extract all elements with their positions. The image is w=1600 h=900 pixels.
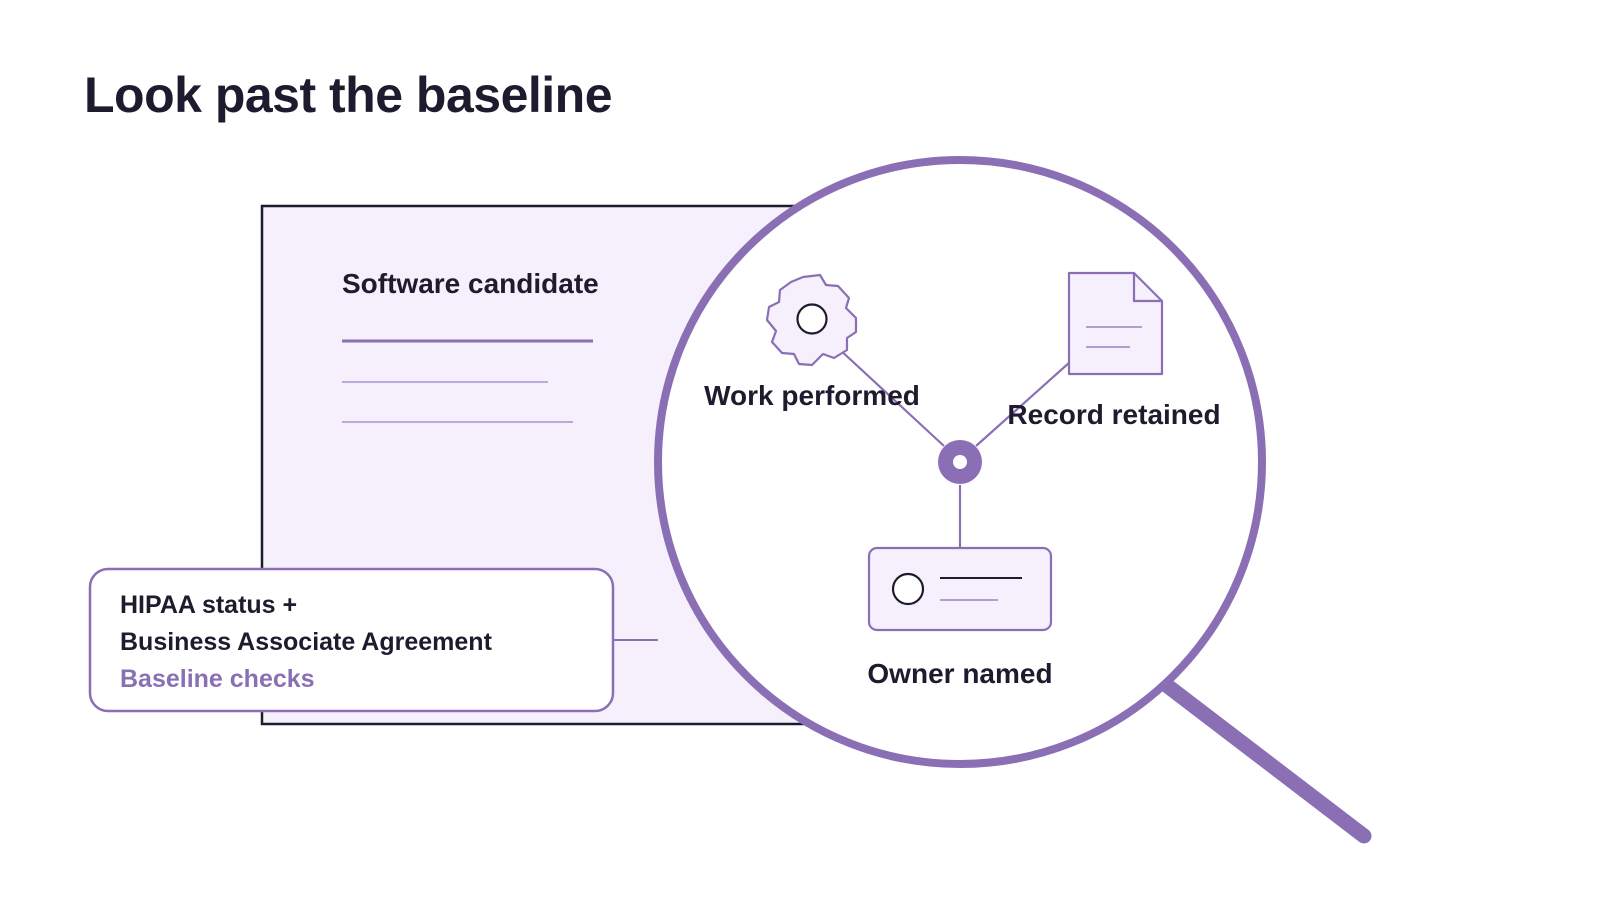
baseline-card (88, 567, 615, 713)
hub-node-icon (938, 440, 982, 484)
baseline-card-caption: Baseline checks (120, 665, 315, 693)
candidate-heading: Software candidate (342, 268, 599, 299)
node-label-record: Record retained (1007, 399, 1220, 430)
baseline-card-line-2: Business Associate Agreement (120, 628, 493, 656)
magnifier-handle (1157, 676, 1372, 844)
connector-work (837, 347, 945, 447)
id-card-icon (867, 546, 1053, 632)
document-icon (1067, 271, 1164, 376)
node-label-owner: Owner named (867, 658, 1052, 689)
node-label-work: Work performed (704, 380, 920, 411)
baseline-card-line-1: HIPAA status + (120, 591, 297, 619)
page-title: Look past the baseline (84, 67, 612, 123)
connector-record (975, 361, 1071, 447)
gear-icon (765, 273, 858, 367)
